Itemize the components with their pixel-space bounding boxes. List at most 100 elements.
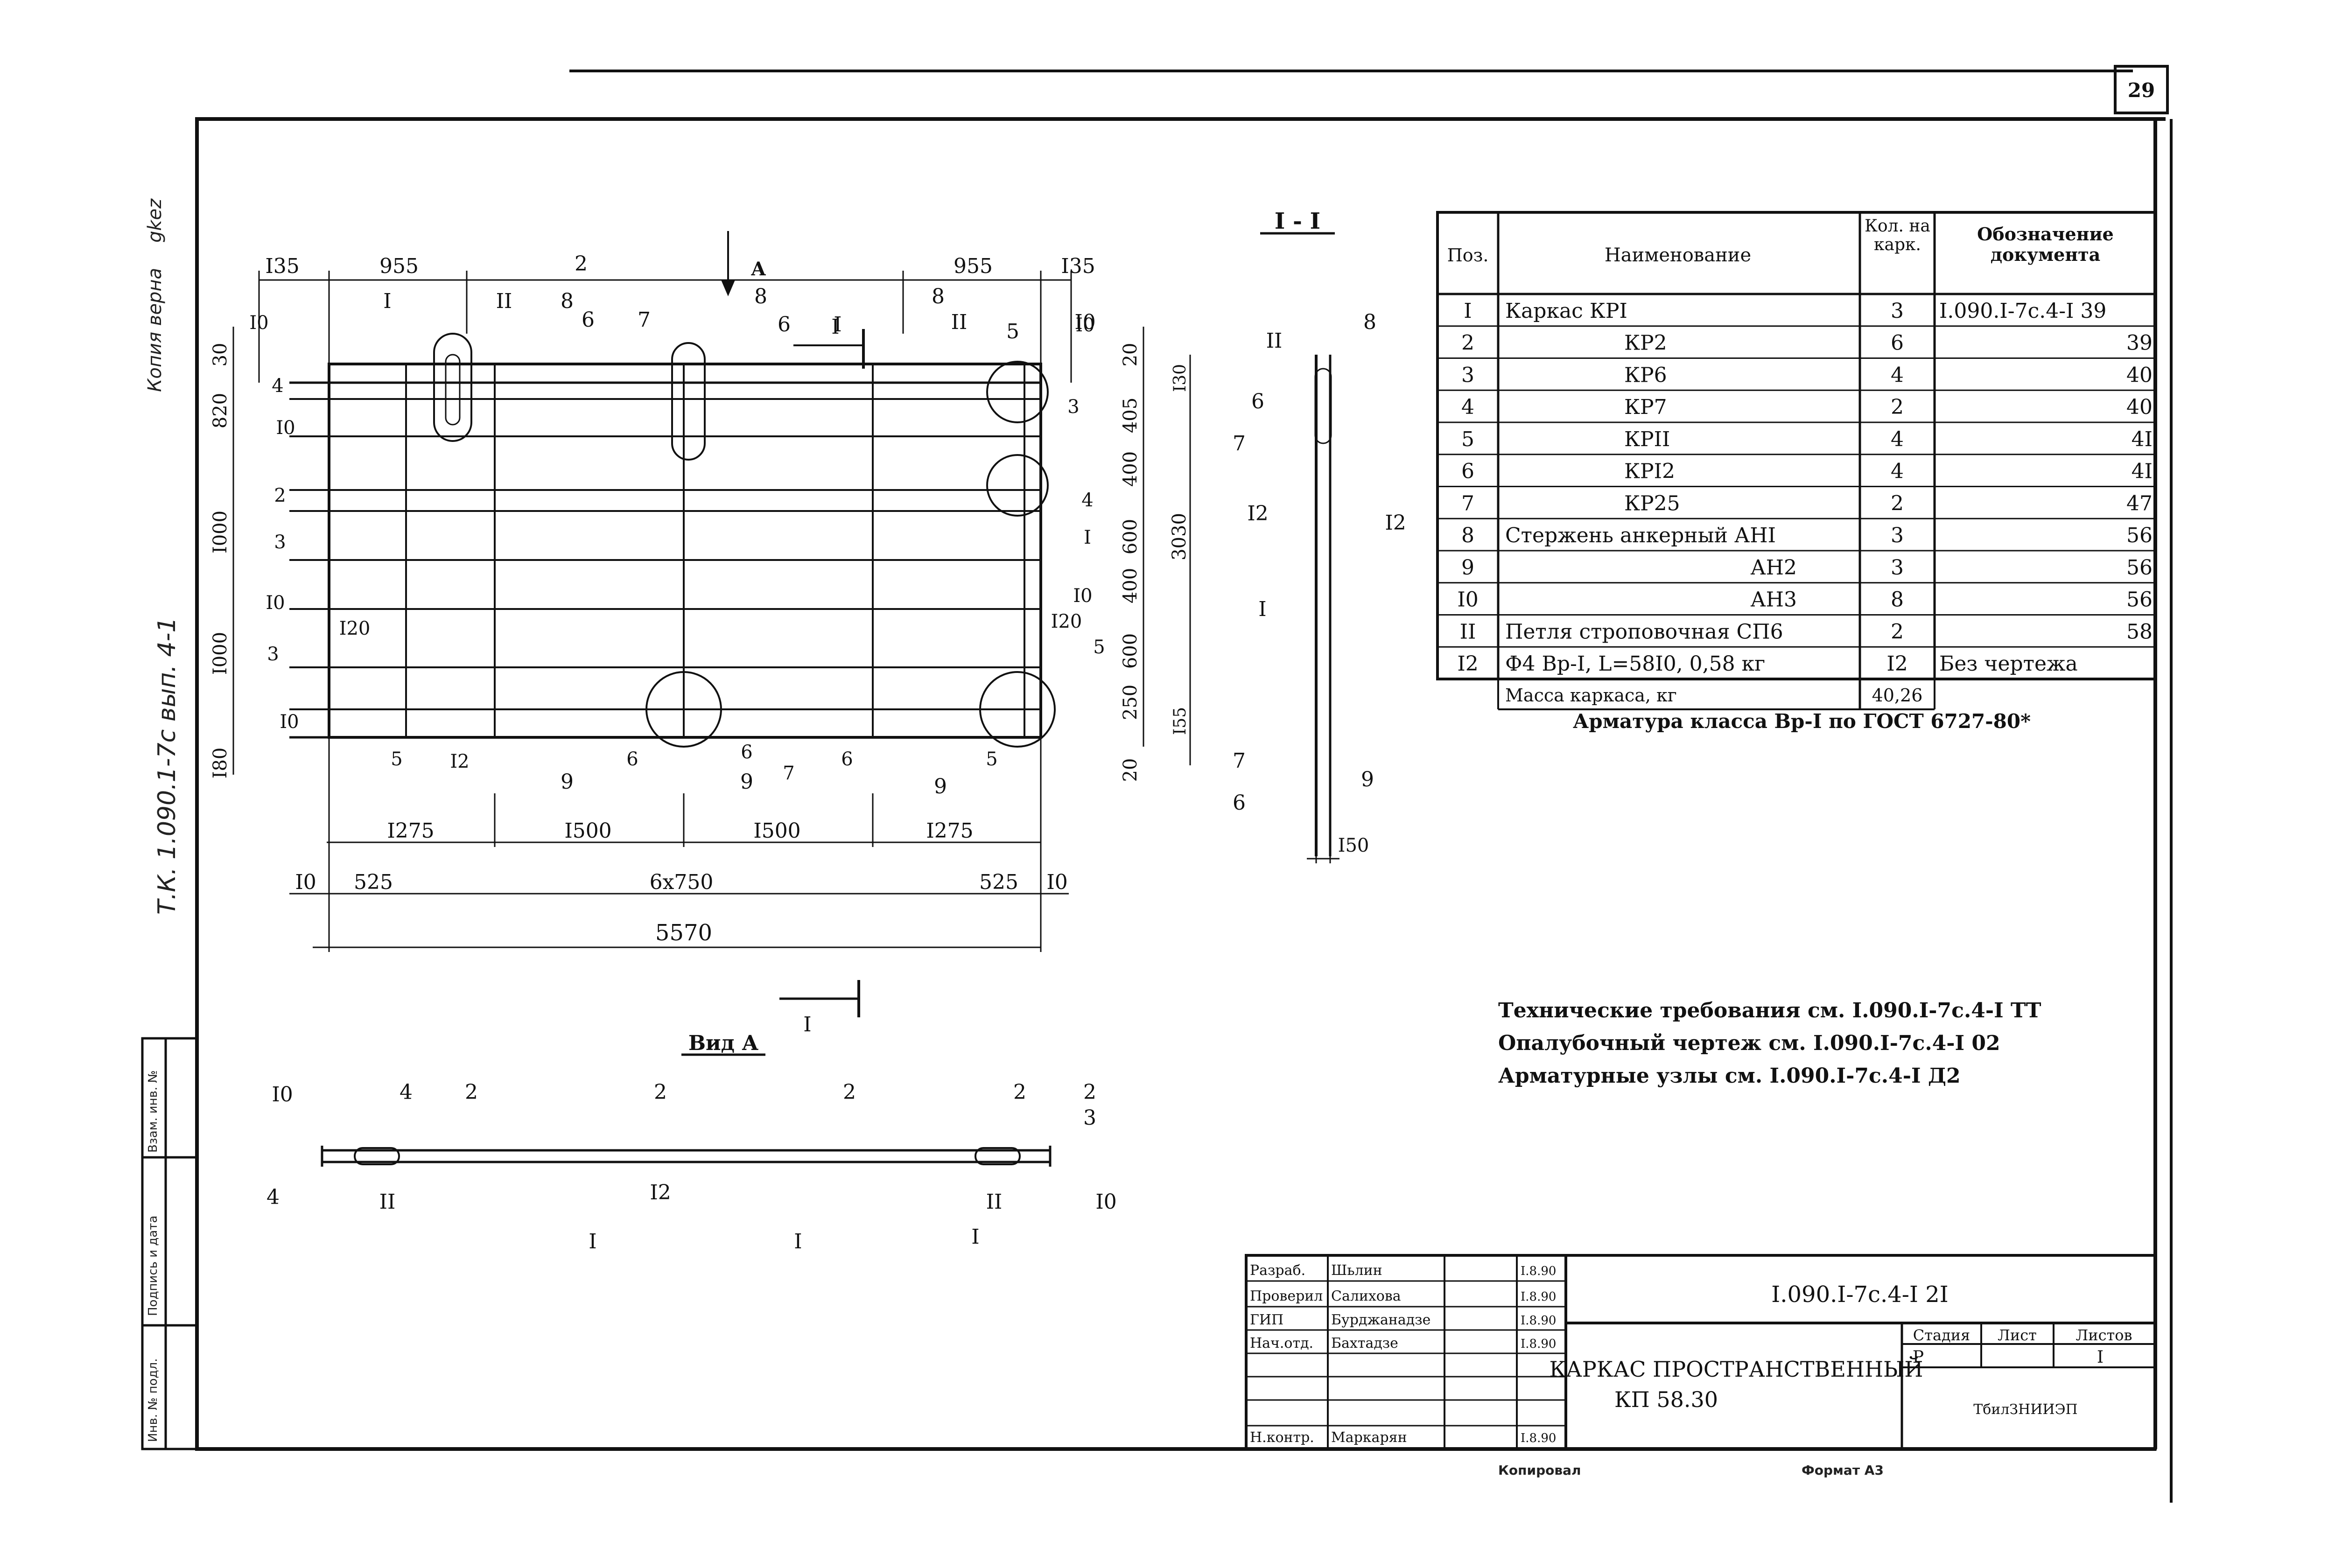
left-stamp: Взам. инв. № Подпись и дата Инв. № подл. xyxy=(141,1037,198,1450)
spec-cell-doc: 4I xyxy=(2132,460,2153,483)
pos-right-4: I xyxy=(1084,527,1091,548)
tb-org: ТбилЗНИИЭП xyxy=(1973,1401,2077,1418)
sec-label-9: 6 xyxy=(1233,791,1246,815)
cut-label: I xyxy=(803,1013,811,1036)
pos-left-1: I0 xyxy=(249,312,268,334)
va-top-1: I0 xyxy=(272,1083,293,1106)
svg-text:Подпись и дата: Подпись и дата xyxy=(146,1216,160,1316)
dim-bottom-2: I500 xyxy=(564,819,611,843)
pos-left-7: 3 xyxy=(267,644,279,665)
spec-header-pos: Поз. xyxy=(1447,245,1489,266)
pos-top-7: 8 xyxy=(754,285,767,308)
tb-stage: Р xyxy=(1913,1348,1924,1367)
tb-role: Разраб. xyxy=(1250,1262,1305,1279)
spec-cell-name: КР7 xyxy=(1624,395,1667,419)
dim-top-2: 955 xyxy=(379,254,419,278)
dim-right-total: 3030 xyxy=(1169,513,1190,560)
spec-cell-name: КРI2 xyxy=(1624,460,1675,483)
spec-cell-doc: 58 xyxy=(2126,620,2153,644)
spec-table xyxy=(1436,211,2157,710)
pos-bottom-4: 6 xyxy=(626,749,638,770)
va-top-5: 2 xyxy=(843,1080,856,1104)
dim-left-4: I000 xyxy=(210,632,231,675)
pos-bottom-3: 9 xyxy=(561,770,574,794)
tb-sheet-label: Лист xyxy=(1998,1326,2037,1344)
dim-right-3: 400 xyxy=(1120,451,1141,487)
dim-right-1: 20 xyxy=(1120,343,1141,367)
dim-bottom2-4: 525 xyxy=(979,870,1018,894)
pos-bottom-9: 9 xyxy=(934,775,947,798)
va-top-7: 2 xyxy=(1083,1080,1096,1104)
va-top-3: 2 xyxy=(465,1080,478,1104)
pos-left-8: I0 xyxy=(280,711,299,733)
dim-right-8: 20 xyxy=(1120,758,1141,782)
va-bot-7: II xyxy=(986,1190,1003,1214)
plan-view xyxy=(232,231,1191,1017)
dim-right-6: 600 xyxy=(1120,633,1141,669)
pos-top-11: II xyxy=(951,310,968,334)
pos-right-5: I0 xyxy=(1073,585,1092,607)
dim-right-extra-1: I30 xyxy=(1171,364,1190,392)
pos-top-3: 8 xyxy=(561,289,574,313)
sheet-number: 29 xyxy=(2128,79,2155,102)
spec-cell-doc: 47 xyxy=(2126,491,2153,515)
tb-code: I.090.I-7с.4-I 2I xyxy=(1771,1281,1948,1308)
spec-cell-qty: 2 xyxy=(1891,491,1904,515)
dim-bottom-total: 5570 xyxy=(655,920,712,946)
svg-text:Т.К. 1.090.1-7с вып. 4-1: Т.К. 1.090.1-7с вып. 4-1 xyxy=(153,617,181,915)
spec-cell-doc: 39 xyxy=(2126,331,2153,355)
pos-bottom-7: 7 xyxy=(783,763,794,784)
dim-bottom-1: I275 xyxy=(387,819,434,843)
spec-cell-pos: I xyxy=(1464,299,1472,323)
dim-left-5: I80 xyxy=(210,748,231,779)
va-top-4: 2 xyxy=(654,1080,667,1104)
spec-cell-name: Петля строповочная СП6 xyxy=(1505,620,1783,644)
dim-right-2: 405 xyxy=(1120,398,1141,433)
spec-cell-doc: Без чертежа xyxy=(1939,652,2078,676)
sec-label-1: II xyxy=(1266,329,1283,353)
spec-cell-qty: 2 xyxy=(1891,395,1904,419)
spec-cell-pos: 7 xyxy=(1461,491,1474,515)
spec-cell-pos: I2 xyxy=(1457,652,1478,676)
spec-note: Арматура класса Вр-I по ГОСТ 6727-80* xyxy=(1573,710,2031,733)
spec-cell-name: АН2 xyxy=(1750,556,1797,580)
va-bot-4: I2 xyxy=(650,1181,671,1204)
va-bot-1: 4 xyxy=(266,1185,280,1209)
spec-cell-qty: 2 xyxy=(1891,620,1904,644)
spec-cell-name: Каркас КРI xyxy=(1505,299,1627,323)
spec-cell-pos: 6 xyxy=(1461,460,1474,483)
spec-cell-doc: 4I xyxy=(2132,427,2153,451)
spec-cell-name: КРII xyxy=(1624,427,1670,451)
spec-cell-doc: 40 xyxy=(2126,363,2153,387)
tb-role: Н.контр. xyxy=(1250,1429,1314,1446)
pos-top-5: 2 xyxy=(575,252,588,276)
tb-name: Бурджанадзе xyxy=(1331,1312,1430,1328)
spec-header-doc: Обозначение документа xyxy=(1977,224,2114,265)
dim-bottom2-5: I0 xyxy=(1046,870,1067,894)
view-a xyxy=(321,1053,1052,1167)
spec-cell-name: КР25 xyxy=(1624,491,1680,515)
section-view xyxy=(1260,232,1339,863)
dim-bottom-4: I275 xyxy=(926,819,973,843)
spec-cell-qty: 4 xyxy=(1891,460,1904,483)
spec-cell-qty: 4 xyxy=(1891,427,1904,451)
pos-left-5: 3 xyxy=(274,532,286,553)
i20-left: I20 xyxy=(339,618,371,639)
spec-cell-pos: 8 xyxy=(1461,524,1474,547)
note-3: Арматурные узлы см. I.090.I-7с.4-I Д2 xyxy=(1498,1064,1961,1088)
i20-right: I20 xyxy=(1051,611,1082,632)
pos-bottom-10: 5 xyxy=(986,749,997,770)
spec-mass-label: Масса каркаса, кг xyxy=(1505,685,1677,706)
dim-top-4: I35 xyxy=(1061,254,1095,278)
spec-cell-doc: I.090.I-7с.4-I 39 xyxy=(1939,299,2106,323)
spec-cell-doc: 40 xyxy=(2126,395,2153,419)
spec-cell-name: КР2 xyxy=(1624,331,1667,355)
section-arrow-label: I xyxy=(831,315,839,339)
dim-right-extra-2: I55 xyxy=(1171,707,1190,735)
pos-top-13: I0 xyxy=(1074,310,1095,334)
series-note: Т.К. 1.090.1-7с вып. 4-1 xyxy=(153,617,181,915)
pos-right-3: 4 xyxy=(1081,490,1093,511)
spec-cell-qty: 6 xyxy=(1891,331,1904,355)
